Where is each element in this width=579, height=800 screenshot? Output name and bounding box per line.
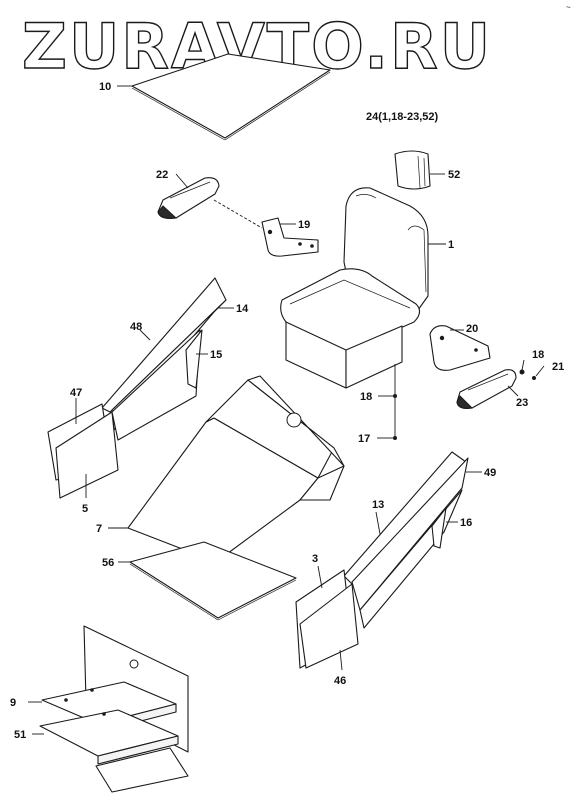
part-9-51-lower-trays xyxy=(28,625,189,793)
part-7-floor-tray xyxy=(108,375,345,563)
watermark-text: ZURAVTO.RU xyxy=(22,10,492,83)
callout-1: 1 xyxy=(448,239,454,251)
callout-10: 10 xyxy=(99,81,111,93)
part-18-21-fasteners xyxy=(519,359,545,380)
callout-18-bottom: 18 xyxy=(360,391,372,403)
part-17-18-bolts xyxy=(377,364,397,440)
callout-22: 22 xyxy=(156,169,168,181)
left-side-panels xyxy=(47,277,234,499)
callout-49: 49 xyxy=(484,467,496,479)
callout-23: 23 xyxy=(516,397,528,409)
callout-5: 5 xyxy=(82,503,88,515)
callout-46: 46 xyxy=(334,675,346,687)
part-20-bracket-right xyxy=(429,325,491,371)
part-1-seat xyxy=(280,187,446,389)
group-label: 24(1,18-23,52) xyxy=(366,111,438,123)
callout-19: 19 xyxy=(298,219,310,231)
callout-18-right: 18 xyxy=(532,349,544,361)
callout-56: 56 xyxy=(102,557,114,569)
corner-mark: ~ xyxy=(566,3,571,12)
callout-14: 14 xyxy=(236,303,249,315)
callout-13: 13 xyxy=(372,499,384,511)
callout-3: 3 xyxy=(312,553,318,565)
callout-21: 21 xyxy=(552,361,564,373)
callout-47: 47 xyxy=(70,387,82,399)
part-52-headrest xyxy=(394,150,445,190)
part-22-armrest-left xyxy=(157,173,263,229)
callout-16: 16 xyxy=(460,517,472,529)
callout-48: 48 xyxy=(130,321,142,333)
callout-15: 15 xyxy=(210,349,222,361)
callout-9: 9 xyxy=(10,697,16,709)
callout-17: 17 xyxy=(358,433,370,445)
part-56-floor-plate xyxy=(118,541,297,621)
callout-51: 51 xyxy=(14,729,26,741)
callout-52: 52 xyxy=(448,169,460,181)
part-10-mat xyxy=(117,53,331,141)
callout-20: 20 xyxy=(466,323,478,335)
callout-7: 7 xyxy=(96,523,102,535)
part-23-armrest-right xyxy=(456,369,519,409)
part-19-bracket-left xyxy=(261,217,319,257)
right-side-panels xyxy=(295,451,482,671)
